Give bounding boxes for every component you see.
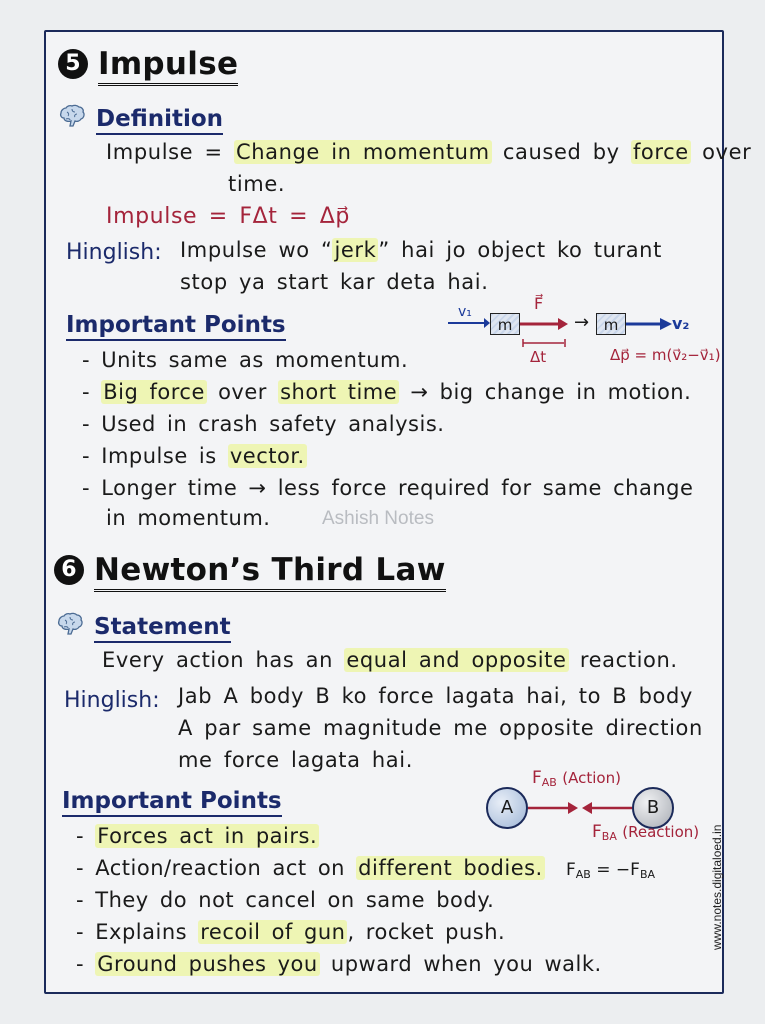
third-law-point-3: - They do not cancel on same body. [76,888,495,912]
brain-icon [59,104,85,127]
impulse-formula: Impulse = FΔt = Δp⃗ [106,204,350,229]
v1-label: v₁ [458,304,472,320]
hinglish-label: Hinglish: [66,240,162,265]
mass-box-after: m [596,313,626,335]
f-ab-label: FAB (Action) [532,768,621,789]
important-points-heading-third-law: Important Points [62,788,282,817]
impulse-point-4: - Impulse is vector. [82,444,307,468]
impulse-point-2: - Big force over short time → big change… [82,380,692,404]
impulse-point-5-continuation: in momentum. [106,506,271,530]
third-law-point-4: - Explains recoil of gun, rocket push. [76,920,506,944]
f-ba-label: FBA (Reaction) [592,822,700,843]
definition-line-1: Impulse = Change in momentum caused by f… [106,140,752,164]
force-arrow-icon [520,318,568,330]
delta-t-span-icon [522,339,566,347]
impulse-point-3: - Used in crash safety analysis. [82,412,445,436]
watermark: Ashish Notes [322,508,434,529]
hinglish-line-1: Jab A body B ko force lagata hai, to B b… [178,684,693,708]
force-label: F⃗ [534,294,544,313]
body-b-circle: B [632,787,674,829]
section-number-badge: 5 [58,49,88,79]
transition-arrow: → [574,312,590,333]
force-relation: FAB = −FBA [566,860,656,881]
statement-heading: Statement [56,612,231,643]
third-law-point-1: - Forces act in pairs. [76,824,320,848]
v2-arrow-icon [626,318,672,330]
definition-line-2: time. [228,172,286,196]
statement-text: Every action has an equal and opposite r… [102,648,678,672]
body-a-circle: A [486,787,528,829]
brain-icon [57,612,83,635]
impulse-point-1: - Units same as momentum. [82,348,409,372]
mass-box-before: m [490,313,520,335]
definition-heading: Definition [58,104,224,135]
third-law-point-5: - Ground pushes you upward when you walk… [76,952,602,976]
hinglish-line-3: me force lagata hai. [178,748,413,772]
hinglish-line-2: A par same magnitude me opposite directi… [178,716,703,740]
v1-arrow-icon [448,318,490,328]
side-url: www.notes.digitaloed.in [710,824,724,950]
v2-label: v₂ [672,314,690,333]
third-law-point-2: - Action/reaction act on different bodie… [76,856,545,880]
delta-t-label: Δt [530,348,547,366]
section-number-badge: 6 [54,555,84,585]
hinglish-label: Hinglish: [64,688,160,713]
hinglish-line-2: stop ya start kar deta hai. [180,270,489,294]
force-pair-arrows-icon [528,802,632,814]
hinglish-line-1: Impulse wo “jerk” hai jo object ko turan… [180,238,662,262]
impulse-point-5: - Longer time → less force required for … [82,476,694,500]
momentum-change-equation: Δp⃗ = m(v⃗₂−v⃗₁) [610,346,721,364]
important-points-heading-impulse: Important Points [66,312,286,341]
